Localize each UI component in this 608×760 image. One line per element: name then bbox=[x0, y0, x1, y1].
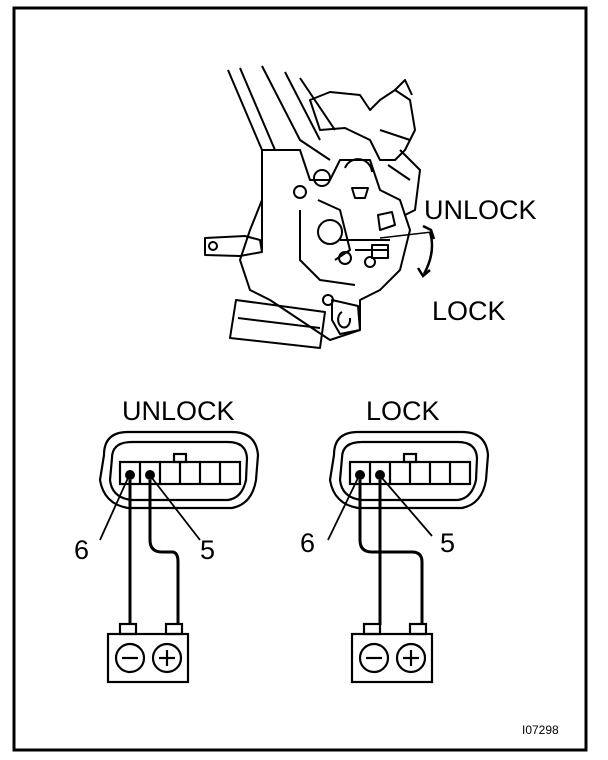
lock-pins bbox=[355, 470, 385, 480]
motion-arrow-icon bbox=[416, 224, 436, 278]
battery-positive-icon bbox=[151, 642, 183, 674]
lock-connector bbox=[328, 430, 490, 510]
unlock-battery bbox=[106, 622, 190, 684]
lever-reference-line bbox=[379, 231, 433, 239]
unlock-pins bbox=[125, 470, 155, 480]
unlock-connector bbox=[98, 430, 260, 510]
battery-negative-icon bbox=[114, 642, 146, 674]
lock-pin-5-label: 5 bbox=[440, 528, 456, 558]
mechanism-unlock-label: UNLOCK bbox=[424, 195, 537, 225]
door-lock-mechanism bbox=[204, 65, 421, 349]
unlock-wires bbox=[128, 480, 180, 625]
lock-pin-6-label: 6 bbox=[300, 528, 316, 558]
lock-connector-title: LOCK bbox=[366, 396, 440, 426]
battery-negative-icon bbox=[358, 642, 390, 674]
figure-border bbox=[12, 6, 588, 752]
mechanism-lock-label: LOCK bbox=[432, 296, 506, 326]
battery-positive-icon bbox=[395, 642, 427, 674]
lock-wires bbox=[358, 480, 424, 625]
unlock-pin-6-label: 6 bbox=[74, 535, 90, 565]
unlock-connector-title: UNLOCK bbox=[122, 396, 235, 426]
figure-id: I07298 bbox=[522, 723, 559, 737]
unlock-pin-5-label: 5 bbox=[200, 535, 216, 565]
lock-battery bbox=[350, 622, 434, 684]
